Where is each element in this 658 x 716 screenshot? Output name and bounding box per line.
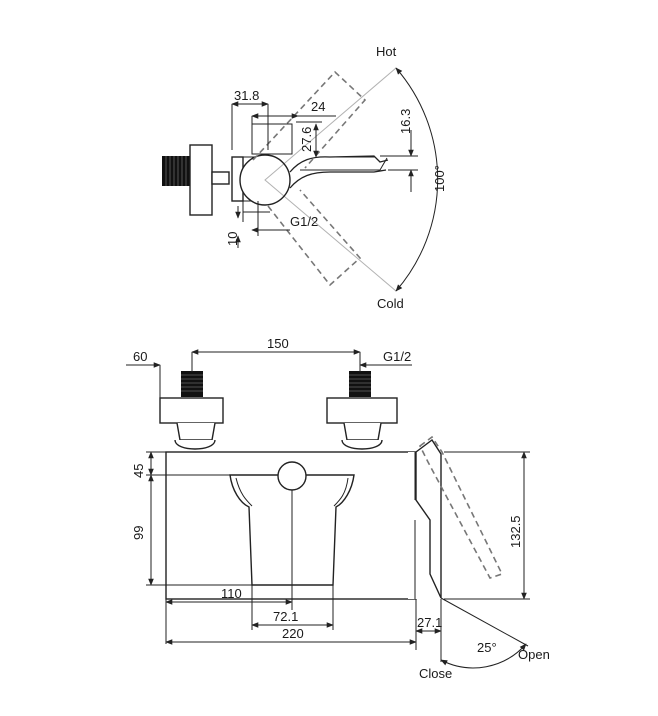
dim-45: 45 — [131, 464, 146, 478]
dim-25-degree: 25° — [477, 640, 497, 655]
thread-label-top: G1/2 — [290, 214, 318, 229]
wall-connector-top — [162, 144, 230, 216]
cold-label: Cold — [377, 296, 404, 311]
side-lever — [415, 438, 442, 599]
dim-150: 150 — [267, 336, 289, 351]
dim-220: 220 — [282, 626, 304, 641]
dim-110: 110 — [221, 586, 242, 601]
right-wall-connector — [326, 371, 398, 450]
dim-60: 60 — [133, 349, 147, 364]
dim-31-8: 31.8 — [234, 88, 259, 103]
dim-16-3: 16.3 — [398, 109, 413, 134]
front-view: 60 150 G1/2 45 99 110 72.1 220 27.1 — [126, 336, 550, 681]
dim-99: 99 — [131, 526, 146, 540]
hot-label: Hot — [376, 44, 397, 59]
dim-132-5: 132.5 — [508, 515, 523, 548]
left-wall-connector — [159, 371, 224, 450]
dim-27-1: 27.1 — [417, 615, 442, 630]
dim-100-degree: 100° — [432, 165, 447, 192]
top-view: Hot Cold 100° 31.8 24 27.6 16.3 G1/2 10 — [162, 44, 447, 311]
open-label: Open — [518, 647, 550, 662]
swing-angle-arc — [395, 67, 439, 292]
thread-label-front: G1/2 — [383, 349, 411, 364]
dim-27-6: 27.6 — [299, 127, 314, 152]
dim-24: 24 — [311, 99, 325, 114]
selector-knob — [277, 461, 307, 491]
handle-rotated-down-outline — [267, 189, 362, 287]
close-label: Close — [419, 666, 452, 681]
dim-72-1: 72.1 — [273, 609, 298, 624]
dim-10: 10 — [225, 232, 240, 246]
